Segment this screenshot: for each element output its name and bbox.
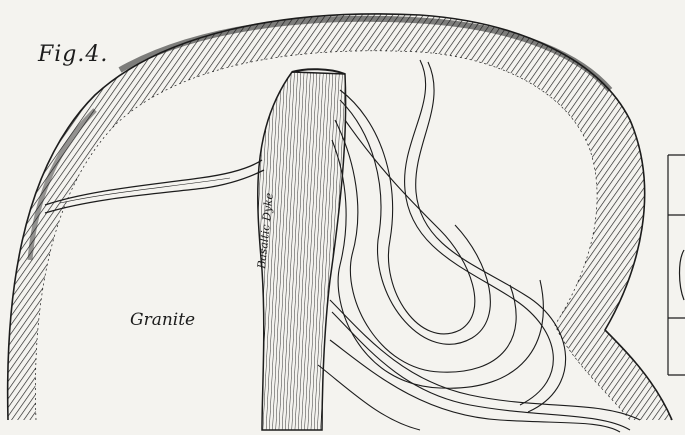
figure-label: Fig.4. [38, 42, 108, 67]
granite-label: Granite [130, 310, 195, 330]
